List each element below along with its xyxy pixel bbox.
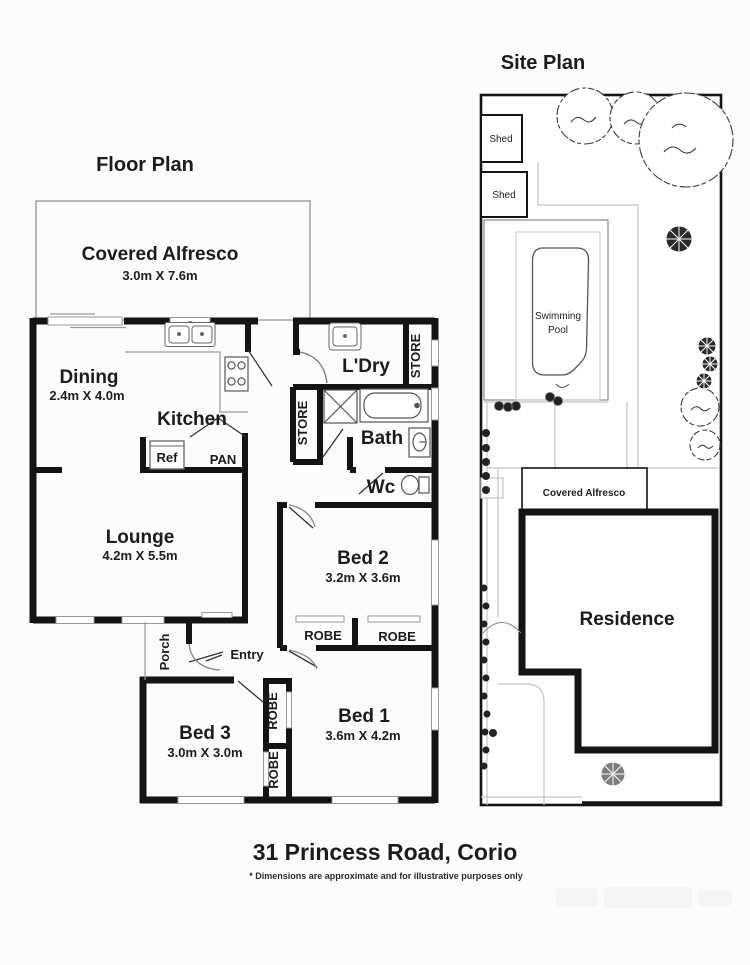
pantry-doors xyxy=(189,417,247,438)
store-label-laundry: STORE xyxy=(408,333,423,378)
room-label-wc: Wc xyxy=(367,477,396,498)
address-title: 31 Princess Road, Corio xyxy=(253,839,518,865)
room-dims-bed2: 3.2m X 3.6m xyxy=(325,570,400,585)
sheds: Shed Shed xyxy=(480,114,528,218)
shed-2 xyxy=(480,171,528,218)
floor-plan-title: Floor Plan xyxy=(96,154,194,176)
watermark xyxy=(556,887,732,908)
door-swings xyxy=(188,349,384,703)
room-label-laundry: L'Dry xyxy=(342,356,390,377)
site-plan-title: Site Plan xyxy=(501,52,585,74)
entry-label: Entry xyxy=(230,647,264,662)
fridge-box: Ref xyxy=(149,440,185,470)
toilet-icon xyxy=(400,474,430,496)
windows xyxy=(47,316,439,804)
swimming-pool: Swimming Pool xyxy=(531,247,590,389)
disclaimer-text: * Dimensions are approximate and for ill… xyxy=(249,871,523,881)
room-label-dining: Dining xyxy=(59,367,118,388)
room-label-bath: Bath xyxy=(361,428,403,449)
site-alfresco-box xyxy=(521,467,648,513)
kitchen-counter xyxy=(125,351,248,413)
entry-arc xyxy=(482,621,522,634)
residence-label: Residence xyxy=(579,609,674,630)
site-alfresco-label: Covered Alfresco xyxy=(543,488,625,499)
bathtub-icon xyxy=(359,388,429,423)
shed-1-label: Shed xyxy=(489,134,512,145)
vanity-icon xyxy=(408,427,431,458)
robe-label-bed2-left: ROBE xyxy=(304,628,342,643)
trees xyxy=(556,87,734,461)
residence-outline xyxy=(518,508,719,754)
site-plan: Site Plan Swimming Pool xyxy=(479,52,734,807)
robe-label-hall-top: ROBE xyxy=(265,692,280,730)
window-sash-lines xyxy=(50,313,126,329)
shed-1 xyxy=(480,114,523,163)
room-label-bed2: Bed 2 xyxy=(337,548,389,569)
room-label-bed1: Bed 1 xyxy=(338,706,390,727)
porch-label: Porch xyxy=(157,634,172,671)
pan-label: PAN xyxy=(210,452,236,467)
stove-icon xyxy=(224,356,249,392)
laundry-tub-icon xyxy=(328,322,362,351)
room-label-kitchen: Kitchen xyxy=(157,409,227,430)
ref-label: Ref xyxy=(157,450,179,465)
room-label-covered-alfresco: Covered Alfresco xyxy=(82,244,239,265)
room-dims-covered-alfresco: 3.0m X 7.6m xyxy=(122,268,197,283)
footer: 31 Princess Road, Corio * Dimensions are… xyxy=(249,839,523,881)
pool-label-line2: Pool xyxy=(548,325,568,336)
pool-label-line1: Swimming xyxy=(535,311,581,322)
robe-label-hall-bottom: ROBE xyxy=(266,751,281,789)
kitchen-sink-icon xyxy=(164,321,216,347)
shower-icon xyxy=(323,389,358,424)
room-dims-dining: 2.4m X 4.0m xyxy=(49,388,124,403)
store-label-bath: STORE xyxy=(295,400,310,445)
room-label-bed3: Bed 3 xyxy=(179,723,231,744)
floor-plan-inner-walls xyxy=(33,318,435,803)
shed-2-label: Shed xyxy=(492,190,515,201)
room-dims-bed3: 3.0m X 3.0m xyxy=(167,745,242,760)
robe-label-bed2-right: ROBE xyxy=(378,629,416,644)
bushes xyxy=(480,225,719,787)
room-dims-lounge: 4.2m X 5.5m xyxy=(102,548,177,563)
floor-plan: Floor Plan Covered Alfresco 3.0m X 7.6m xyxy=(29,154,439,804)
room-dims-bed1: 3.6m X 4.2m xyxy=(325,728,400,743)
room-label-lounge: Lounge xyxy=(106,527,175,548)
